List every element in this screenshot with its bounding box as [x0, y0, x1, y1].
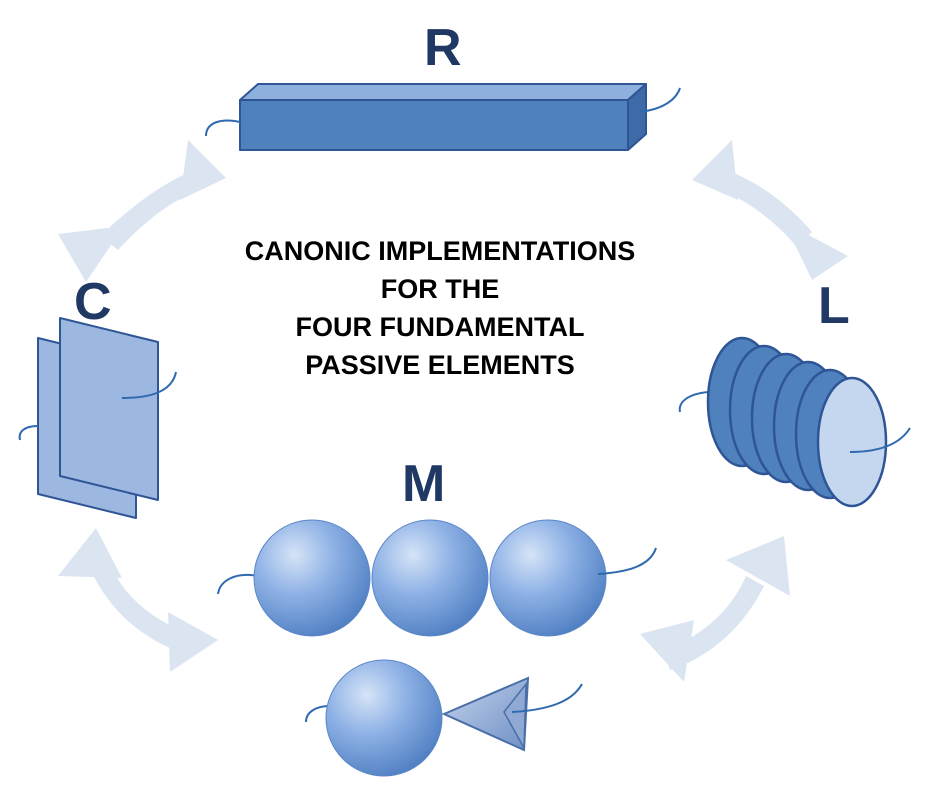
memristor-shape: [217, 519, 657, 637]
capacitor-shape: [18, 317, 177, 519]
title-line-4: PASSIVE ELEMENTS: [305, 350, 575, 380]
diagram-title: CANONIC IMPLEMENTATIONS FOR THE FOUR FUN…: [190, 232, 690, 384]
inductor-shape: [678, 336, 911, 508]
sphere-cone-shape: [305, 659, 583, 777]
title-line-1: CANONIC IMPLEMENTATIONS: [244, 236, 636, 266]
arrow-r-l: [692, 140, 848, 280]
arrow-l-m: [640, 536, 790, 682]
label-capacitor: C: [74, 273, 112, 331]
arrow-c-m: [58, 528, 218, 672]
label-memristor: M: [402, 455, 446, 513]
cycle-arrows: [58, 140, 848, 682]
label-resistor: R: [424, 19, 462, 77]
arrow-r-c: [58, 140, 226, 282]
resistor-shape: [205, 83, 681, 151]
label-inductor: L: [818, 277, 850, 335]
title-line-3: FOUR FUNDAMENTAL: [295, 312, 585, 342]
title-line-2: FOR THE: [380, 274, 500, 304]
